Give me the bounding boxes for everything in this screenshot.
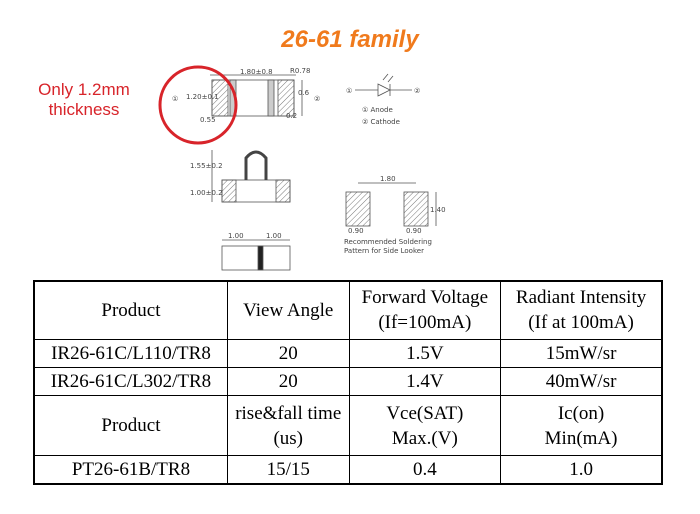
cathode-label: ② Cathode [362,118,400,126]
package-drawing: ① ② 1.20±0.1 1.80±0.8 R0.78 0.6 0.55 0.2… [158,65,446,271]
diode-symbol [355,73,412,97]
solder-note-line2: Pattern for Side Looker [344,247,424,255]
solder-pattern [345,182,437,227]
header-product: Product [33,280,228,340]
top-pin1-label: ① [172,95,178,103]
dim-bottom-left: 1.00 [228,232,244,240]
cell-view-angle: 20 [226,338,350,368]
radiant-intensity-label: Radiant Intensity [515,287,647,309]
table-header-row-2: Product rise&fall time (us) Vce(SAT) Max… [33,394,663,457]
cell-rise-fall: 15/15 [226,455,350,485]
header-forward-voltage: Forward Voltage (If=100mA) [348,280,502,340]
ic-unit: Min(mA) [544,427,618,449]
table-row: IR26-61C/L110/TR8 20 1.5V 15mW/sr [33,338,663,368]
dim-side-b: 1.00±0.2 [190,189,223,197]
solder-note-line1: Recommended Soldering [344,238,432,246]
cell-intensity: 40mW/sr [500,366,663,396]
cell-product: IR26-61C/L302/TR8 [33,366,228,396]
cell-intensity: 15mW/sr [500,338,663,368]
solder-dim-right: 0.90 [406,227,422,235]
cell-voltage: 1.5V [348,338,502,368]
vce-unit: Max.(V) [391,427,458,449]
solder-dim-width: 1.80 [380,175,396,183]
callout-line-1: Only 1.2mm [38,80,130,99]
side-view [211,150,291,203]
rise-fall-label: rise&fall time [235,402,342,424]
page-title: 26-61 family [281,26,419,53]
dim-bottom: 0.55 [200,116,216,124]
solder-dim-height: 1.40 [430,206,446,214]
cell-product: IR26-61C/L110/TR8 [33,338,228,368]
spec-table: Product View Angle Forward Voltage (If=1… [33,280,663,485]
header-radiant-intensity: Radiant Intensity (If at 100mA) [500,280,663,340]
callout-line-2: thickness [48,100,120,119]
symbol-pin1: ① [346,87,352,95]
top-pin2-label: ② [314,95,320,103]
dim-bottom-right: 1.00 [266,232,282,240]
header2-product: Product [33,394,228,457]
vce-label: Vce(SAT) [386,402,464,424]
ic-label: Ic(on) [557,402,605,424]
header2-rise-fall: rise&fall time (us) [226,394,350,457]
bottom-view [221,239,291,271]
cell-vce: 0.4 [348,455,502,485]
table-header-row: Product View Angle Forward Voltage (If=1… [33,280,663,340]
header-view-angle: View Angle [226,280,350,340]
radiant-intensity-cond: (If at 100mA) [528,312,634,334]
forward-voltage-cond: (If=100mA) [378,312,472,334]
forward-voltage-label: Forward Voltage [361,287,489,309]
top-view [210,74,303,117]
callout-circle [158,65,238,145]
symbol-pin2: ② [414,87,420,95]
dim-top: 1.80±0.8 [240,68,273,76]
dim-side-a: 1.55±0.2 [190,162,223,170]
header2-ic: Ic(on) Min(mA) [500,394,663,457]
thickness-callout: Only 1.2mm thickness [28,80,140,120]
rise-fall-unit: (us) [273,427,304,449]
table-row: PT26-61B/TR8 15/15 0.4 1.0 [33,455,663,485]
dim-radius: R0.78 [290,67,310,75]
dim-height: 1.20±0.1 [186,93,219,101]
dim-side: 0.6 [298,89,310,97]
solder-dim-left: 0.90 [348,227,364,235]
cell-product: PT26-61B/TR8 [33,455,228,485]
cell-view-angle: 20 [226,366,350,396]
table-row: IR26-61C/L302/TR8 20 1.4V 40mW/sr [33,366,663,396]
cell-ic: 1.0 [500,455,663,485]
cell-voltage: 1.4V [348,366,502,396]
anode-label: ① Anode [362,106,393,114]
header2-vce: Vce(SAT) Max.(V) [348,394,502,457]
dim-small: 0.2 [286,112,297,120]
